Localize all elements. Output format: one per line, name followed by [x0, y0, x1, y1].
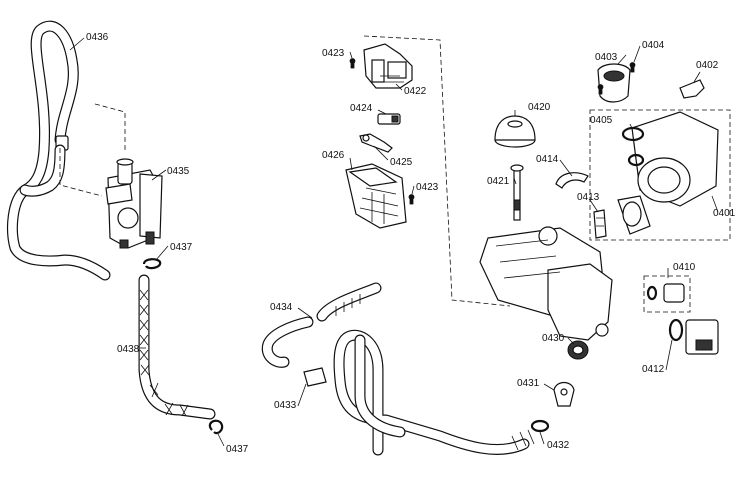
- hose-0438: [138, 274, 216, 420]
- screw-0423-top: [349, 58, 356, 69]
- label-0431: 0431: [517, 378, 540, 389]
- hose-0434-lower: [261, 316, 314, 368]
- part-0402: [679, 79, 705, 99]
- ring-0432: [530, 419, 550, 433]
- label-0401: 0401: [713, 208, 736, 219]
- part-0412: [668, 318, 719, 355]
- basket-0426: [345, 163, 407, 229]
- motor-0401: [617, 111, 719, 235]
- label-0436: 0436: [86, 32, 109, 43]
- sump-assembly: [479, 226, 613, 341]
- hose-0432: [333, 329, 535, 456]
- label-0437-lower: 0437: [226, 444, 249, 455]
- label-0424: 0424: [350, 103, 373, 114]
- clamp-0437-upper: [142, 258, 162, 270]
- label-0421: 0421: [487, 176, 510, 187]
- label-0422: 0422: [404, 86, 427, 97]
- label-0437-upper: 0437: [170, 242, 193, 253]
- label-0413: 0413: [577, 192, 600, 203]
- label-0420: 0420: [528, 102, 551, 113]
- label-0414: 0414: [536, 154, 559, 165]
- part-0431: [553, 381, 575, 407]
- leader-lines: [69, 37, 719, 447]
- screw-0404-a: [629, 62, 636, 73]
- label-0425: 0425: [390, 157, 413, 168]
- part-0422: [363, 43, 413, 89]
- label-0405: 0405: [590, 115, 613, 126]
- part-0430: [567, 340, 589, 360]
- label-0403: 0403: [595, 52, 618, 63]
- screw-0404-b: [597, 84, 604, 95]
- part-0403: [597, 63, 631, 103]
- label-0423-top: 0423: [322, 48, 345, 59]
- label-0435: 0435: [167, 166, 190, 177]
- rod-0421: [510, 164, 524, 221]
- ring-0405: [621, 126, 645, 142]
- dash-0410-frame: [643, 275, 691, 313]
- part-0425: [359, 133, 393, 153]
- label-0426: 0426: [322, 150, 345, 161]
- label-0433: 0433: [274, 400, 297, 411]
- label-0402: 0402: [696, 60, 719, 71]
- part-0414: [555, 172, 589, 189]
- label-0423-right: 0423: [416, 182, 439, 193]
- dash-0436-0435: [59, 103, 126, 197]
- valve-0435: [105, 158, 163, 249]
- cap-0420: [494, 115, 536, 148]
- label-0432: 0432: [547, 440, 570, 451]
- label-0404: 0404: [642, 40, 665, 51]
- screw-0423-right: [408, 194, 415, 205]
- hose-0436-branch: [19, 144, 66, 197]
- label-0438: 0438: [117, 344, 140, 355]
- clip-0433: [303, 367, 327, 387]
- labels: 0436 0435 0437 0438 0437 0423 0422 0424 …: [86, 32, 736, 455]
- part-0413: [593, 209, 607, 239]
- hose-0434-upper: [316, 282, 382, 322]
- label-0434: 0434: [270, 302, 293, 313]
- clamp-0437-lower: [208, 419, 224, 435]
- label-0412: 0412: [642, 364, 665, 375]
- part-0410: [646, 283, 685, 303]
- part-0424: [377, 113, 401, 125]
- label-0410: 0410: [673, 262, 696, 273]
- label-0430: 0430: [542, 333, 565, 344]
